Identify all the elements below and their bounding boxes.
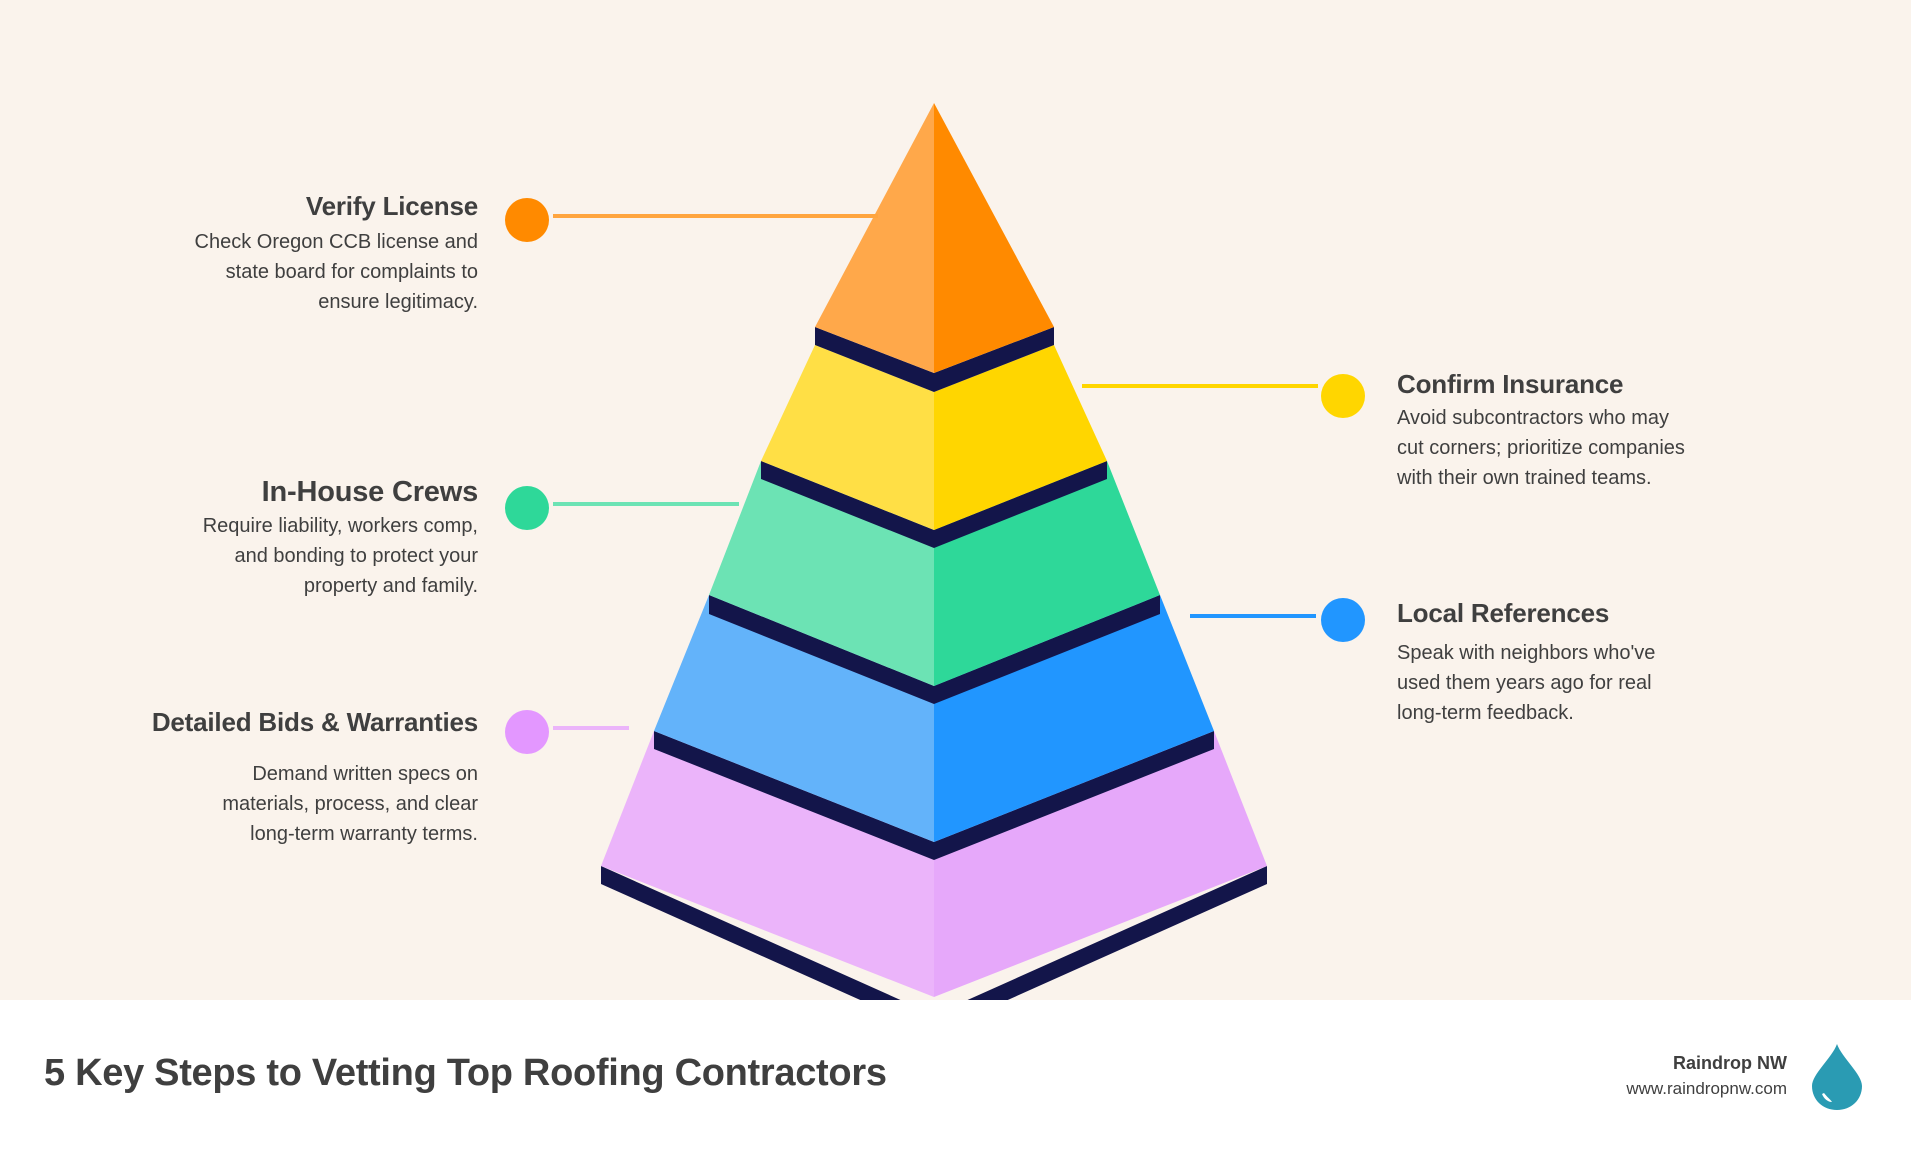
connector-line-in-house-crews <box>553 502 739 506</box>
bullet-dot-detailed-bids <box>505 710 549 754</box>
step-description: Demand written specs on materials, proce… <box>222 763 478 845</box>
step-title: Detailed Bids & Warranties <box>151 707 478 737</box>
step-local-references: Local References Speak with neighbors wh… <box>1397 598 1655 728</box>
footer-bar: 5 Key Steps to Vetting Top Roofing Contr… <box>0 1000 1911 1160</box>
step-description: Check Oregon CCB license and state board… <box>194 231 478 313</box>
raindrop-icon <box>1812 1044 1862 1110</box>
connector-line-confirm-insurance <box>1082 384 1318 388</box>
connector-line-verify-license <box>553 214 878 218</box>
step-detailed-bids: Detailed Bids & Warranties Demand writte… <box>152 707 478 849</box>
step-description: Avoid subcontractors who may cut corners… <box>1397 407 1685 489</box>
step-title: Confirm Insurance <box>1397 369 1624 399</box>
connector-line-detailed-bids <box>553 726 629 730</box>
step-confirm-insurance: Confirm Insurance Avoid subcontractors w… <box>1397 369 1685 493</box>
infographic-title: 5 Key Steps to Vetting Top Roofing Contr… <box>44 1052 887 1094</box>
step-verify-license: Verify License Check Oregon CCB license … <box>194 191 479 317</box>
brand-url-link[interactable]: www.raindropnw.com <box>1626 1079 1787 1098</box>
pyramid-tier-verify-license <box>815 103 1054 392</box>
bullet-dot-in-house-crews <box>505 486 549 530</box>
pyramid-tier-confirm-insurance <box>761 345 1107 548</box>
infographic-canvas: Verify License Check Oregon CCB license … <box>151 103 1685 1000</box>
step-title: Verify License <box>305 191 478 221</box>
bullet-dot-verify-license <box>505 198 549 242</box>
pyramid-graphic <box>601 103 1267 1000</box>
connector-line-local-references <box>1190 614 1316 618</box>
step-description: Speak with neighbors who've used them ye… <box>1397 642 1656 724</box>
step-in-house-crews: In-House Crews Require liability, worker… <box>203 475 478 601</box>
step-title: Local References <box>1397 598 1610 628</box>
pyramid-tier-local-references <box>654 595 1214 860</box>
bullet-dot-local-references <box>1321 598 1365 642</box>
brand-block: Raindrop NW www.raindropnw.com <box>1626 1050 1787 1102</box>
brand-name: Raindrop NW <box>1673 1053 1787 1073</box>
bullet-dot-confirm-insurance <box>1321 374 1365 418</box>
step-description: Require liability, workers comp, and bon… <box>202 515 478 597</box>
pyramid-tier-detailed-bids <box>601 731 1267 1000</box>
step-title: In-House Crews <box>261 476 479 508</box>
